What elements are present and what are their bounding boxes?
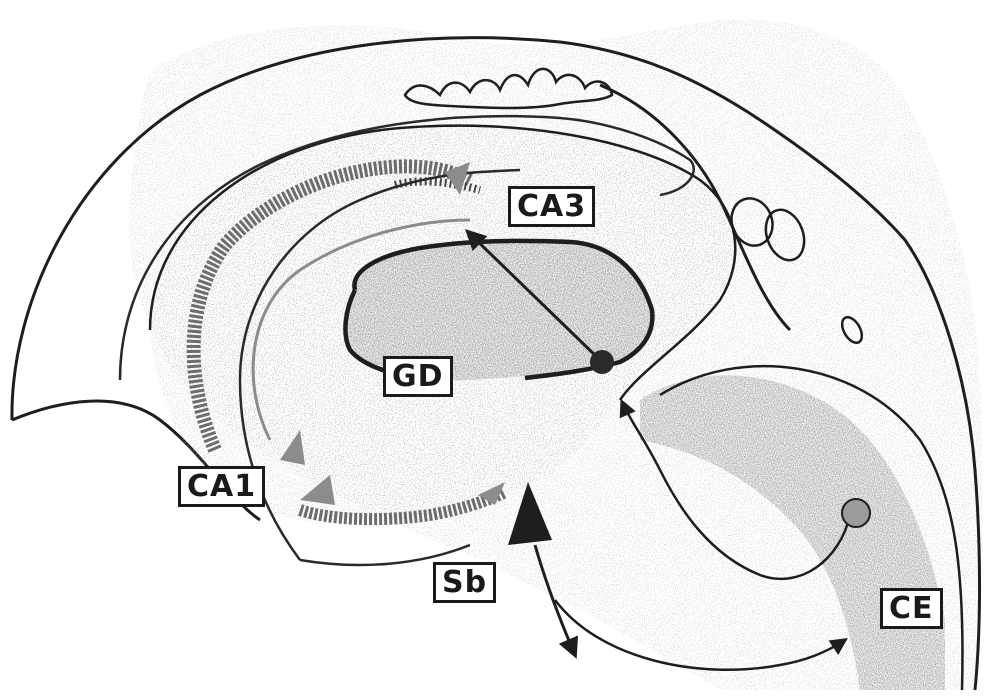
label-sb: Sb: [433, 562, 496, 603]
label-gd: GD: [383, 356, 453, 397]
label-ca1: CA1: [178, 466, 265, 507]
label-ca3: CA3: [508, 186, 595, 227]
entorhinal-neuron: [842, 499, 870, 527]
granule-cell-neuron: [590, 350, 614, 374]
label-ce: CE: [880, 588, 943, 629]
